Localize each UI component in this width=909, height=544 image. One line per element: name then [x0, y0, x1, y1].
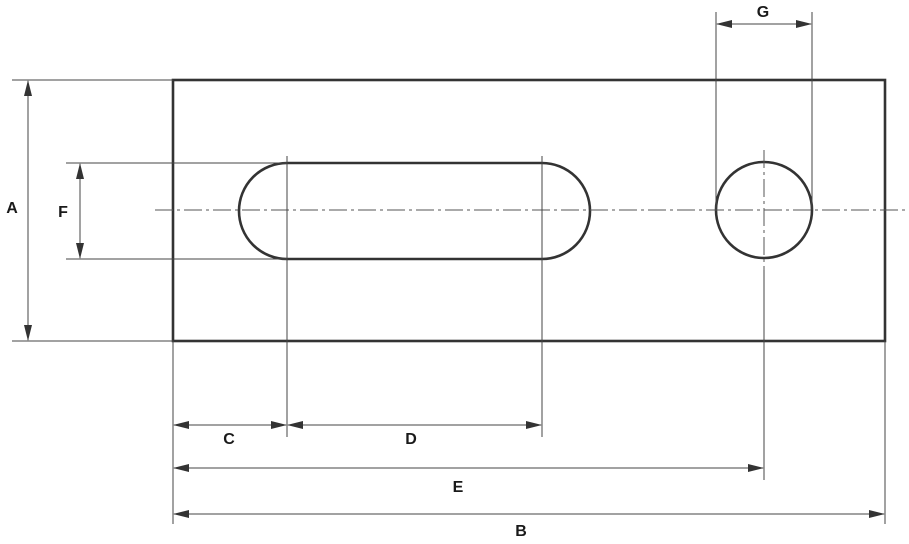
label-g: G [757, 4, 769, 21]
slot-outline [237, 161, 592, 261]
label-b: B [515, 523, 527, 540]
label-c: C [223, 431, 235, 448]
label-f: F [58, 204, 68, 221]
label-a: A [6, 200, 18, 217]
label-d: D [405, 431, 417, 448]
label-e: E [453, 479, 464, 496]
